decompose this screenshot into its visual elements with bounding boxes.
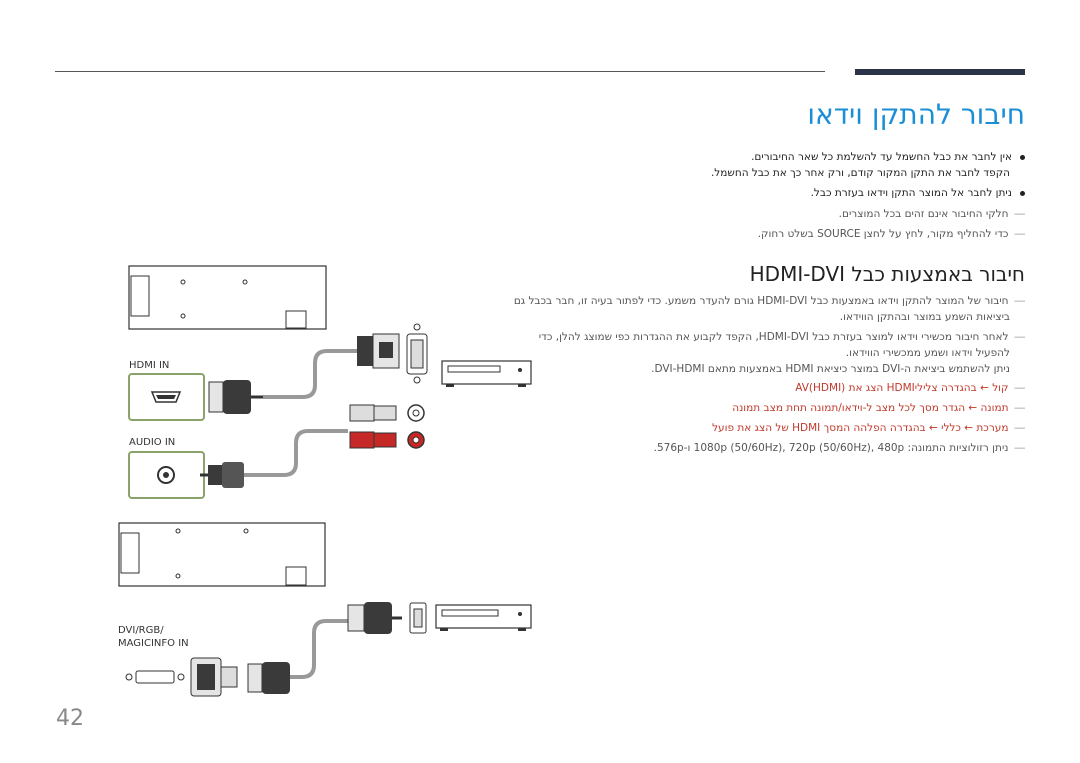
header-accent-bar xyxy=(855,69,1025,75)
bullet-1-text: אין לחבר את כבל החשמל עד להשלמת כל שאר ה… xyxy=(751,151,1012,163)
section-note-5: ― תמונה ← הגדר מסך לכל מצב ל-וידאו/תמונה … xyxy=(732,401,1025,416)
section-note-7-text: ניתן רזולוציות התמונה: 1080p (50/60Hz), … xyxy=(653,442,1009,454)
note-2: ― כדי להחליף מקור, לחץ על לחצן SOURCE בשל… xyxy=(758,227,1025,242)
dash-icon: ― xyxy=(1014,422,1026,434)
hdmi-in-label: HDMI IN xyxy=(129,360,170,371)
dvi-label-line1: DVI/RGB/ xyxy=(118,625,164,636)
section-title: חיבור באמצעות כבל HDMI-DVI xyxy=(749,262,1025,286)
monitor-top-illustration xyxy=(128,265,327,330)
video-device-2 xyxy=(435,604,532,631)
section-note-7: ― ניתן רזולוציות התמונה: 1080p (50/60Hz),… xyxy=(654,441,1025,456)
audio-port-box xyxy=(128,451,205,499)
dash-icon: ― xyxy=(1014,402,1026,414)
audio-cable xyxy=(200,404,425,488)
section-note-5-text: תמונה ← הגדר מסך לכל מצב ל-וידאו/תמונה ת… xyxy=(732,402,1009,414)
page-number: 42 xyxy=(56,706,84,731)
section-note-6: ― מערכת ← כללי ← בהגדרה הפלהה המסך HDMI ש… xyxy=(712,421,1025,436)
section-note-3: ניתן להשתמש ביציאת ה-DVI במוצר כיציאת HD… xyxy=(651,363,1010,375)
dash-icon: ― xyxy=(1014,228,1026,240)
audio-in-label: AUDIO IN xyxy=(129,437,176,448)
dash-icon: ― xyxy=(1014,295,1026,307)
section-note-6-text: מערכת ← כללי ← בהגדרה הפלהה המסך HDMI של… xyxy=(712,422,1009,434)
note-2-text: כדי להחליף מקור, לחץ על לחצן SOURCE בשלט… xyxy=(757,228,1009,240)
dash-icon: ― xyxy=(1014,382,1026,394)
note-1-text: חלקי החיבור אינם זהים בכל המוצרים. xyxy=(838,208,1009,220)
monitor-bottom-illustration xyxy=(118,522,326,587)
bullet-1-cont: הקפד לחבר את התקן המקור קודם, ורק אחר כך… xyxy=(710,167,1010,179)
section-note-2: ― לאחר חיבור מכשירי וידאו למוצר בעזרת כבל… xyxy=(539,330,1025,345)
section-note-1-text: חיבור של המוצר להתקן וידאו באמצעות כבל H… xyxy=(513,295,1009,307)
note-1: ― חלקי החיבור אינם זהים בכל המוצרים. xyxy=(839,207,1025,222)
bullet-dot-icon xyxy=(1020,154,1025,160)
dvi-label-line2: MAGICINFO IN xyxy=(118,638,189,649)
hdmi-port-box xyxy=(128,373,205,421)
section-note-1b: ביציאות השמע במוצר ובהתקן הווידאו. xyxy=(839,311,1010,323)
video-device-1 xyxy=(441,360,532,387)
section-note-4-text: קול ← בהגדרה צליליHDMI הצג את AV(HDMI) xyxy=(795,382,1009,394)
section-note-2b: להפעיל וידאו ושמע ממכשירי הווידאו. xyxy=(845,347,1010,359)
bullet-dot-icon xyxy=(1020,190,1025,196)
bullet-2: ניתן לחבר אל המוצר התקן וידאו בעזרת כבל. xyxy=(811,186,1025,201)
dvi-port-and-cable xyxy=(125,602,427,697)
hdmi-dvi-cable xyxy=(208,323,428,414)
section-note-4: ― קול ← בהגדרה צליליHDMI הצג את AV(HDMI) xyxy=(795,381,1025,396)
dash-icon: ― xyxy=(1014,331,1026,343)
section-note-2-text: לאחר חיבור מכשירי וידאו למוצר בעזרת כבל … xyxy=(538,331,1009,343)
dash-icon: ― xyxy=(1014,208,1026,220)
header-rule xyxy=(55,71,825,72)
bullet-2-text: ניתן לחבר אל המוצר התקן וידאו בעזרת כבל. xyxy=(810,187,1012,199)
bullet-1: אין לחבר את כבל החשמל עד להשלמת כל שאר ה… xyxy=(751,150,1025,165)
page-title: חיבור להתקן וידאו xyxy=(807,98,1025,131)
dash-icon: ― xyxy=(1014,442,1026,454)
section-note-1: ― חיבור של המוצר להתקן וידאו באמצעות כבל … xyxy=(514,294,1025,309)
